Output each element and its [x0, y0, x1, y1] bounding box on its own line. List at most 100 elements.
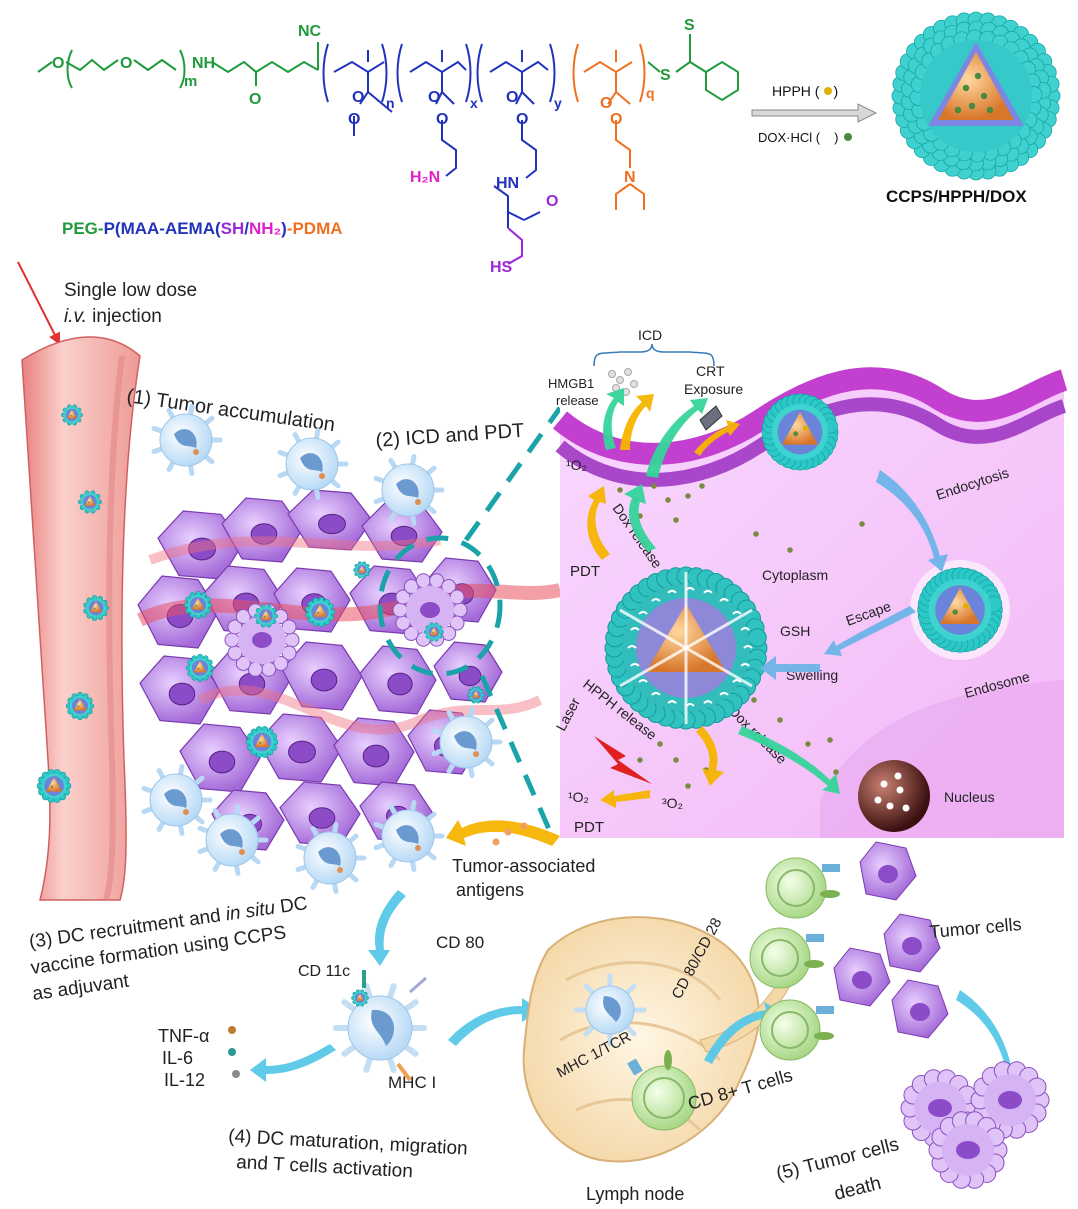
- injection-arrow: [17, 261, 61, 346]
- cd11c-label: CD 11c: [298, 963, 350, 980]
- tumor-nanoparticle-icon: [467, 686, 485, 704]
- hmgb1-dot: [630, 380, 638, 388]
- lymph-node: [522, 916, 760, 1163]
- drug-dot: [685, 783, 691, 789]
- tumor-cell: [359, 645, 437, 715]
- repeat-q: q: [646, 85, 655, 101]
- tumor-nanoparticle-icon: [353, 561, 371, 579]
- mma-o2: O: [348, 111, 360, 128]
- antigen-dot: [520, 822, 528, 830]
- blood-vessel: [21, 336, 141, 901]
- polymer-name: PEG-P(MAA-AEMA(SH/NH₂)-PDMA: [62, 219, 343, 238]
- nucleus-spot: [880, 780, 888, 788]
- hmgb1-dot: [616, 376, 624, 384]
- tumor-cell: [333, 717, 415, 787]
- drug-dot: [805, 741, 811, 747]
- tumor-tissue: [136, 404, 562, 894]
- vessel-nanoparticle-icon: [83, 595, 110, 621]
- target-tumor-cell: [859, 841, 917, 901]
- cd80-marker: [409, 976, 427, 994]
- drug-dot: [859, 521, 865, 527]
- dendritic-cell: [277, 428, 349, 500]
- drug-dot: [657, 741, 663, 747]
- crt-exposure-label: Exposure: [684, 381, 743, 397]
- peg-oxygen-1: O: [52, 55, 64, 72]
- injection-line-1: Single low dose: [64, 280, 197, 301]
- backbone: [322, 43, 556, 228]
- loading-arrow: [751, 103, 878, 123]
- antigen-dot: [504, 828, 512, 836]
- peg-chain: [37, 42, 319, 89]
- tumor-nanoparticle-icon: [245, 726, 279, 758]
- vessel-nanoparticle-icon: [65, 691, 95, 721]
- pdma-amine-n: N: [624, 169, 636, 186]
- icd-bracket: ICD: [593, 327, 715, 367]
- drug-dot: [617, 487, 623, 493]
- vessel-edge-shadow: [103, 355, 125, 901]
- nucleus-spot: [874, 796, 882, 804]
- tumor-nanoparticle-icon: [183, 590, 213, 620]
- dc-nanoparticle-icon: [351, 989, 369, 1007]
- dendritic-cell: [295, 822, 367, 894]
- nucleus-icon: [858, 760, 930, 832]
- dox-label: DOX·HCl (): [758, 130, 838, 145]
- hmgb1-dot: [624, 368, 632, 376]
- icd-left-mint-arrow: [603, 388, 624, 450]
- membrane-band-outer: [552, 367, 1068, 465]
- dc-recruitment-arrow: [368, 890, 406, 966]
- peg-repeat-m: m: [184, 73, 197, 90]
- nitrile-nc: NC: [298, 23, 322, 40]
- dox-bottom-arrow: [738, 726, 840, 794]
- crt-icon: [699, 405, 723, 431]
- triplet-o2-label: ³O₂: [662, 795, 683, 811]
- dendritic-cell: [197, 804, 269, 876]
- repeat-n: n: [386, 95, 395, 111]
- aema2-o2: O: [516, 111, 528, 128]
- tumor-cell: [361, 501, 443, 563]
- target-tumor-cell: [883, 913, 941, 973]
- raft-s1: S: [660, 67, 671, 84]
- endosome-nanoparticle-icon: [917, 567, 1003, 653]
- aema2-o1: O: [506, 89, 518, 106]
- pdma-o1: O: [600, 95, 612, 112]
- endocytosis-arrow: [876, 470, 948, 572]
- crt-yellow-arrow: [694, 420, 740, 456]
- dendritic-cell: [373, 454, 445, 526]
- amide-nh: NH: [192, 55, 215, 72]
- nucleus-label: Nucleus: [944, 789, 995, 805]
- raft-end-group: [647, 34, 739, 102]
- cd8-t-cell: [765, 857, 840, 919]
- entering-nanoparticle-icon: [761, 393, 839, 471]
- nucleus-spot: [896, 786, 904, 794]
- dying-tumor-cell: [392, 573, 468, 647]
- thiol-chain: [507, 227, 523, 265]
- peg-oxygen-2: O: [120, 55, 132, 72]
- inset-artwork: [587, 388, 1010, 832]
- migration-arrow: [448, 998, 540, 1046]
- repeat-x: x: [470, 95, 478, 111]
- antigen-arrow: [446, 820, 560, 846]
- drug-dot: [751, 697, 757, 703]
- crt-label: CRT: [696, 363, 725, 379]
- tumor-nanoparticle-icon: [424, 622, 444, 642]
- cytoplasm-label: Cytoplasm: [762, 567, 828, 583]
- tumor-cell: [221, 497, 303, 563]
- vessel-nanoparticles: [36, 404, 110, 803]
- raft-s2: S: [684, 17, 695, 34]
- hpph-label: HPPH (): [772, 83, 838, 99]
- dendritic-cell: [141, 764, 213, 836]
- dox-dot-icon: [844, 133, 852, 141]
- tumor-nanoparticle-icon: [305, 596, 336, 628]
- hmgb1-release-label: release: [556, 393, 599, 408]
- drug-dot: [777, 717, 783, 723]
- drug-dot: [673, 517, 679, 523]
- dead-tumor-cell: [928, 1111, 1008, 1189]
- tumor-cell: [279, 781, 361, 847]
- drug-dot: [673, 757, 679, 763]
- drug-dot: [685, 493, 691, 499]
- singlet-o2-bottom: ¹O₂: [568, 789, 589, 805]
- lymph-node-dendritic-cell: [573, 973, 647, 1047]
- nucleus-spot: [894, 772, 902, 780]
